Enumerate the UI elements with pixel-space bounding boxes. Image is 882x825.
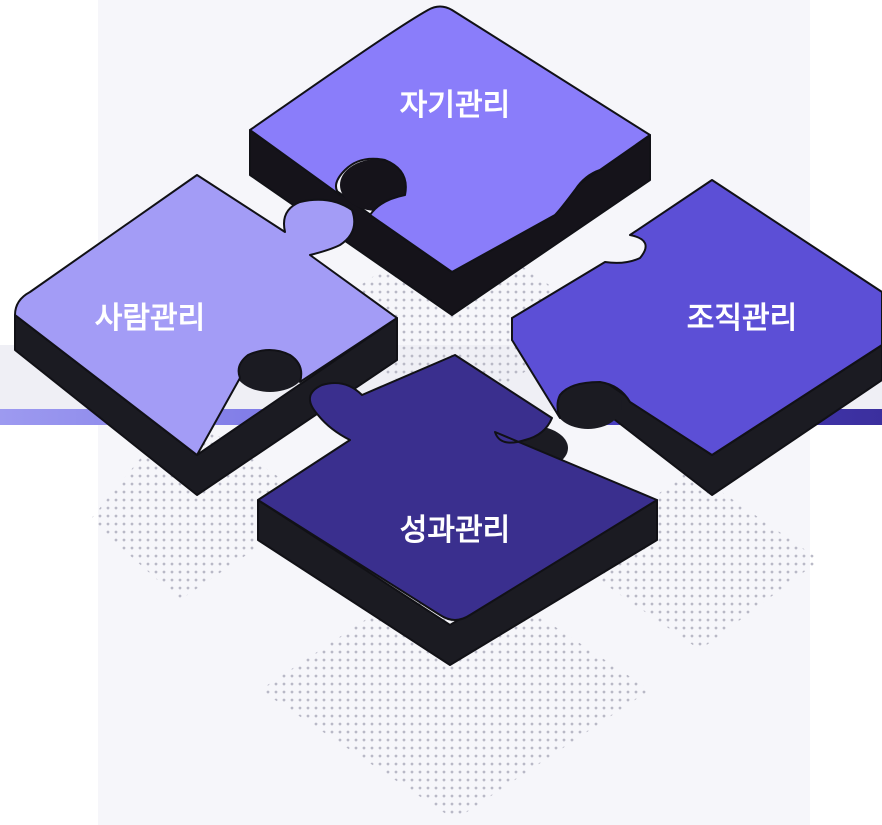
piece-label-org: 조직관리	[687, 301, 797, 336]
puzzle-piece-performance: 성과관리	[257, 354, 658, 666]
piece-label-people: 사람관리	[95, 301, 205, 336]
puzzle-piece-org: 조직관리	[511, 179, 882, 496]
puzzle-piece-self: 자기관리	[249, 5, 651, 316]
piece-label-self: 자기관리	[400, 88, 510, 123]
piece-label-performance: 성과관리	[400, 513, 510, 548]
